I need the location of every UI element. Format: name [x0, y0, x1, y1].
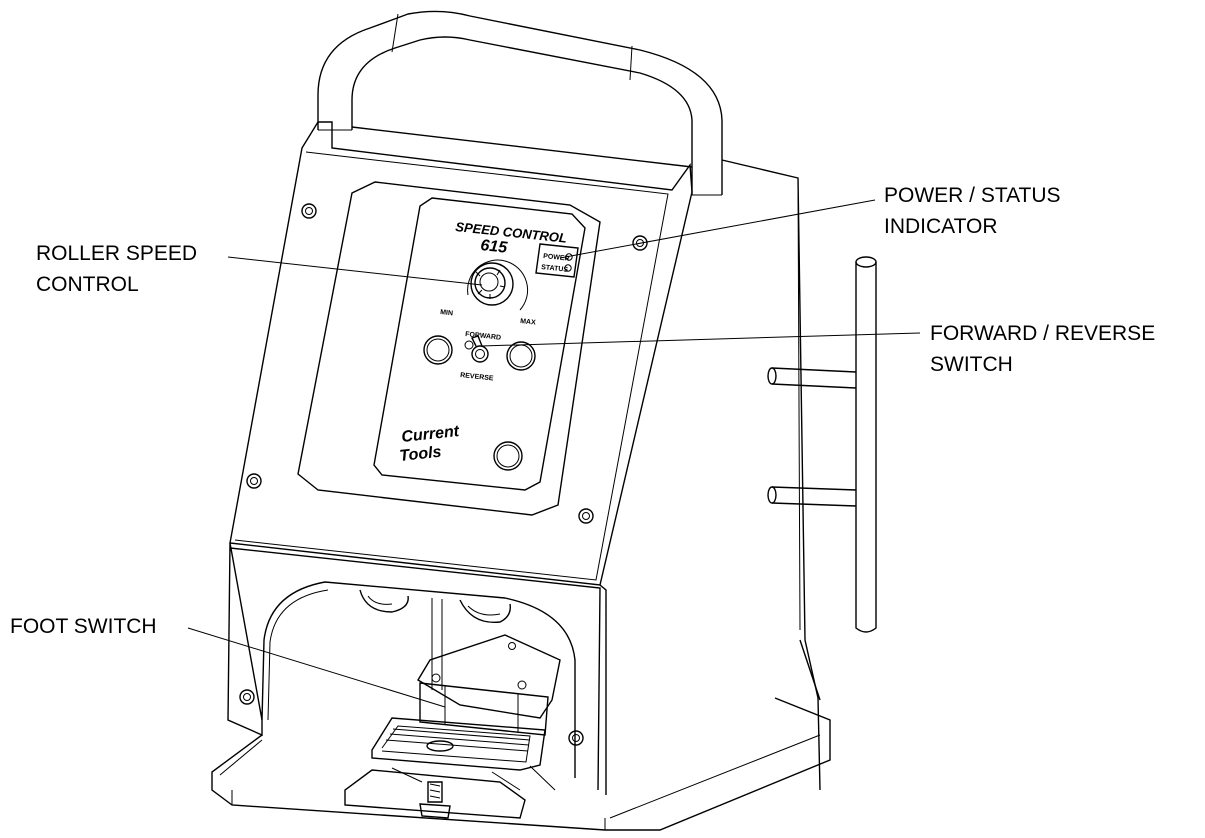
forward-reverse-toggle[interactable]: [464, 335, 489, 363]
forward-reverse-leader: [480, 332, 921, 347]
right-push-button[interactable]: [506, 341, 536, 371]
forward-label: FORWARD: [465, 331, 502, 342]
max-label: MAX: [520, 318, 537, 327]
base-plate: [211, 697, 831, 831]
control-plate: [297, 181, 601, 516]
power-status-leader: [559, 199, 876, 259]
brand-line-2: Tools: [399, 444, 443, 465]
brand-line-1: Current: [401, 423, 461, 446]
panel-markings: SPEED CONTROL 615 MIN MAX FORWARD REVERS…: [399, 219, 568, 465]
carry-handle: [317, 10, 723, 196]
callout-roller-speed-line2: CONTROL: [36, 273, 139, 296]
min-label: MIN: [440, 309, 454, 317]
speed-knob[interactable]: [467, 259, 529, 311]
power-status-indicator: POWER STATUS: [535, 243, 579, 278]
speed-control-title: SPEED CONTROL: [455, 219, 568, 246]
callout-power-status-line2: INDICATOR: [884, 215, 998, 238]
bottom-push-button[interactable]: [493, 441, 523, 471]
cabinet-side-wall: [351, 126, 821, 791]
roller-speed-leader: [227, 256, 483, 286]
lower-housing: [227, 542, 607, 795]
callout-foot-switch: FOOT SWITCH: [10, 615, 157, 638]
reverse-label: REVERSE: [460, 372, 494, 382]
callout-forward-reverse: FORWARD / REVERSE SWITCH: [930, 322, 1155, 376]
callout-forward-reverse-line1: FORWARD / REVERSE: [930, 322, 1155, 345]
foot-switch[interactable]: [344, 634, 561, 819]
rollers: [359, 589, 511, 690]
leader-lines: [187, 199, 921, 708]
left-push-button[interactable]: [423, 335, 453, 365]
side-rod: [767, 256, 877, 633]
callout-roller-speed-line1: ROLLER SPEED: [36, 242, 197, 265]
status-led-label: STATUS: [541, 264, 569, 274]
callout-foot-switch-line1: FOOT SWITCH: [10, 615, 157, 638]
power-led-label: POWER: [543, 253, 570, 263]
callout-forward-reverse-line2: SWITCH: [930, 353, 1013, 376]
foot-switch-leader: [187, 627, 446, 708]
model-number: 615: [480, 237, 509, 257]
status-led-icon: [564, 264, 572, 272]
callout-power-status: POWER / STATUS INDICATOR: [884, 184, 1061, 238]
callout-power-status-line1: POWER / STATUS: [884, 184, 1061, 207]
callout-roller-speed: ROLLER SPEED CONTROL: [36, 242, 197, 296]
front-panel: [229, 121, 693, 586]
